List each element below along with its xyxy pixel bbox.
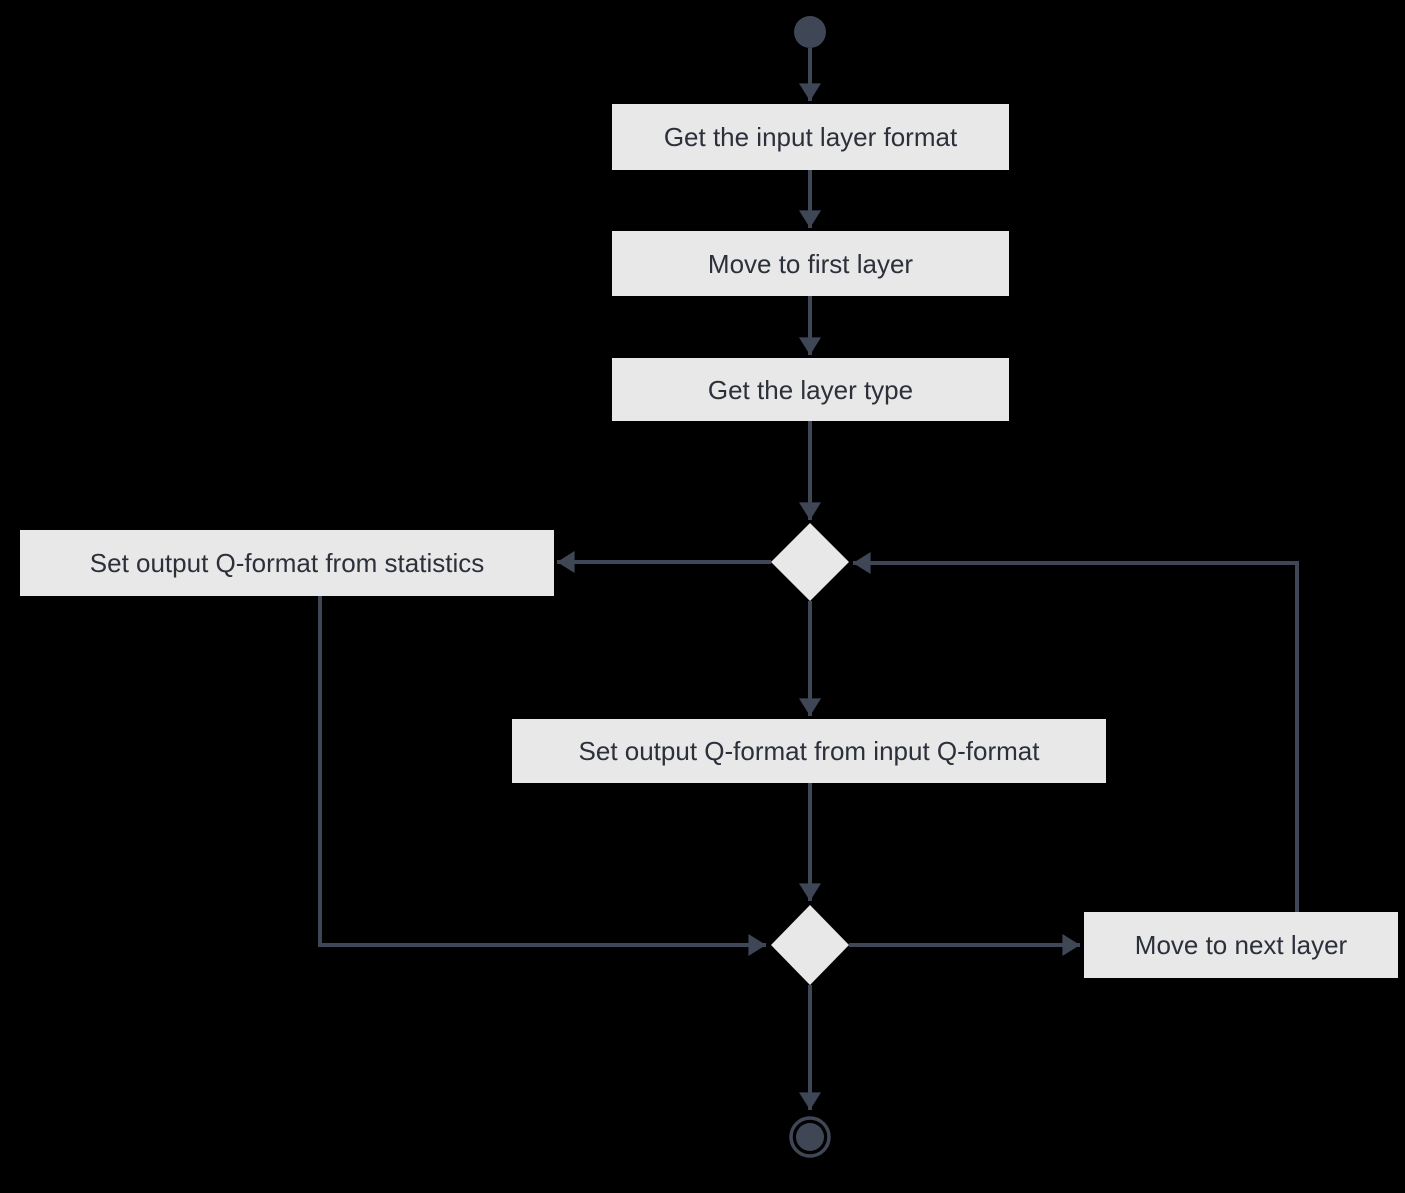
decision-1-diamond xyxy=(771,523,849,601)
activity-set-q-from-statistics: Set output Q-format from statistics xyxy=(20,530,554,596)
activity-move-next-layer: Move to next layer xyxy=(1084,912,1398,978)
edge-move-next-layer-decision-1 xyxy=(852,552,1299,912)
activity-label: Get the layer type xyxy=(707,374,914,405)
activity-label: Get the input layer format xyxy=(663,122,958,152)
end-node xyxy=(796,1123,824,1151)
activity-get-input-format: Get the input layer format xyxy=(612,104,1009,170)
end-node-ring xyxy=(789,1116,831,1158)
activity-set-q-from-input: Set output Q-format from input Q-format xyxy=(512,719,1106,783)
activity-label: Set output Q-format from input Q-format xyxy=(578,736,1040,766)
decision-2-diamond xyxy=(771,905,849,985)
activity-get-layer-type: Get the layer type xyxy=(612,358,1009,421)
start-node xyxy=(794,16,826,48)
edge-set-q-from-statistics-decision-2 xyxy=(318,596,767,956)
activity-move-first-layer: Move to first layer xyxy=(612,231,1009,296)
activity-label: Move to next layer xyxy=(1134,930,1348,960)
activity-label: Set output Q-format from statistics xyxy=(89,548,485,578)
activity-label: Move to first layer xyxy=(707,248,914,279)
